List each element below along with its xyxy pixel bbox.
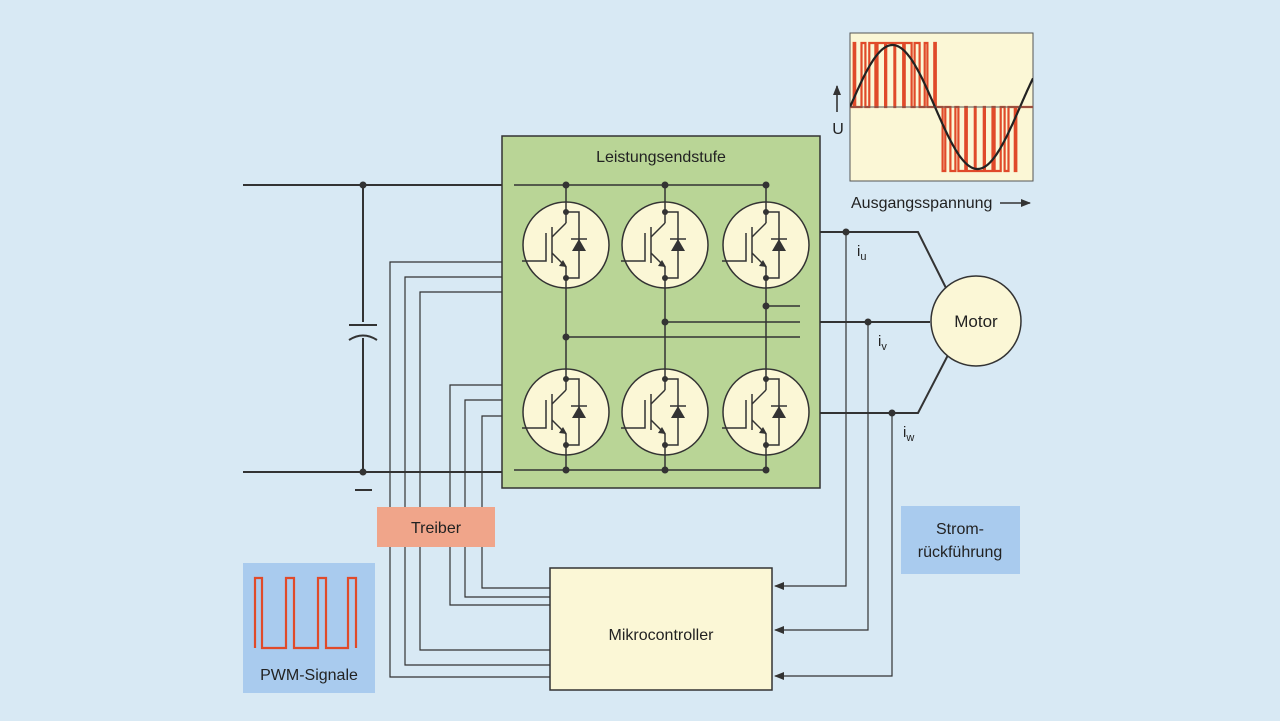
current-feedback-box: [901, 506, 1020, 574]
current-w-label: iw: [903, 424, 914, 444]
bridge-junctions: [359, 181, 770, 476]
igbt-with-diode-icon: [522, 368, 610, 456]
pwm-waveform-icon: [253, 576, 358, 650]
driver-label: Treiber: [411, 520, 462, 537]
igbt-with-diode-icon: [722, 368, 810, 456]
pwm-signal-label: PWM-Signale: [260, 667, 358, 684]
microcontroller: [549, 567, 773, 691]
igbt-with-diode-icon: [722, 201, 810, 289]
igbt-with-diode-icon: [621, 201, 709, 289]
current-feedback-label-line2: rückführung: [918, 544, 1003, 561]
gate-drive-lines: [389, 261, 550, 678]
microcontroller-label: Mikrocontroller: [609, 627, 715, 644]
igbt-with-diode-icon: [522, 201, 610, 289]
motor-label: Motor: [954, 312, 998, 331]
feedback-lines: [774, 232, 893, 680]
driver-box: [377, 507, 495, 547]
current-feedback-label-line1: Strom-: [936, 521, 984, 538]
igbt-with-diode-icon: [621, 368, 709, 456]
output-voltage-scope: U: [832, 32, 1034, 182]
output-voltage-label: Ausgangsspannung: [851, 195, 992, 212]
current-u-label: iu: [857, 243, 866, 263]
dc-bus: [243, 184, 502, 491]
capacitor-icon: [348, 324, 378, 341]
power-stage-label: Leistungsendstufe: [596, 149, 726, 166]
switches: [522, 201, 810, 456]
sine-wave-icon: [850, 43, 1033, 171]
voltage-axis-label: U: [832, 121, 844, 138]
pwm-signal-box: [243, 563, 375, 693]
current-v-label: iv: [878, 333, 887, 353]
motor: [930, 275, 1022, 367]
phase-lines: [820, 231, 949, 414]
